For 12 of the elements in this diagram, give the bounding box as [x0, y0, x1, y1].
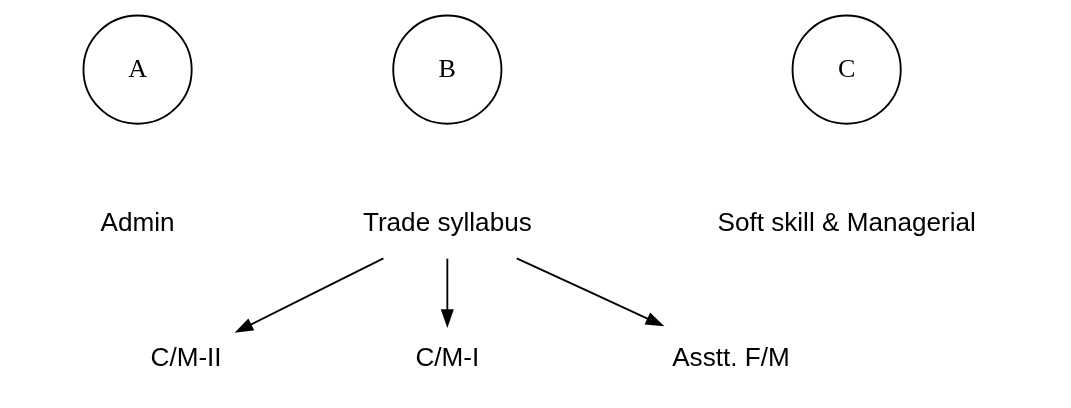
node-text: Trade syllabus: [362, 207, 532, 238]
arrow: [234, 257, 385, 333]
node-circle: C: [791, 14, 902, 125]
node-text: Asstt. F/M: [672, 341, 790, 372]
arrow: [515, 257, 665, 327]
node-circle: A: [82, 14, 193, 125]
node-label: Soft skill & Managerial: [717, 207, 976, 238]
node-label: Admin: [100, 207, 175, 238]
node-text: C/M-II: [150, 341, 222, 372]
node-text: C/M-I: [415, 341, 480, 372]
node-circle: B: [392, 14, 503, 125]
arrow: [440, 257, 454, 328]
